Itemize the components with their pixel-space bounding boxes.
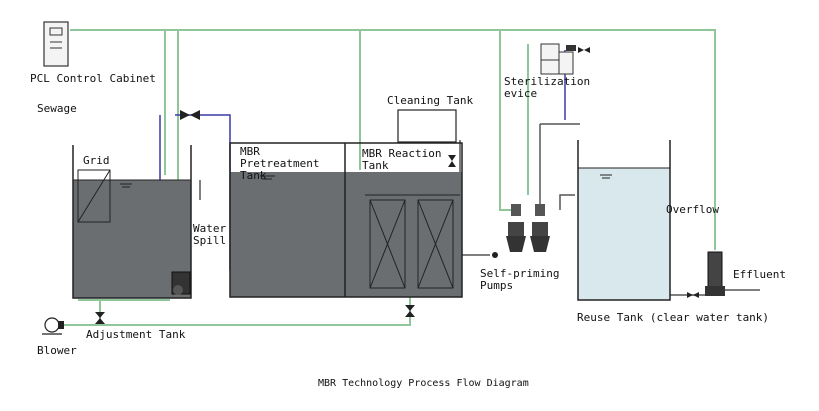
mbr-tank-block xyxy=(229,142,463,298)
blower-label: Blower xyxy=(37,344,77,357)
pretreatment-label: MBR Pretreatment Tank xyxy=(240,145,320,182)
cleaning-tank-label: Cleaning Tank xyxy=(387,94,474,107)
sewage-label: Sewage xyxy=(37,102,77,115)
blower-unit xyxy=(42,317,64,335)
submersible-pump xyxy=(171,271,191,295)
reuse-tank xyxy=(577,140,671,301)
reuse-tank-label: Reuse Tank (clear water tank) xyxy=(577,311,770,324)
membrane-modules xyxy=(365,194,460,289)
diagram-caption: MBR Technology Process Flow Diagram xyxy=(318,378,529,389)
sterilization-label: Sterilization evice xyxy=(504,75,591,100)
sterilization-device xyxy=(540,43,576,75)
effluent-label: Effluent xyxy=(733,268,786,281)
water-spill-label: Water Spill xyxy=(193,222,227,247)
valves xyxy=(95,47,699,324)
plc-label: PCL Control Cabinet xyxy=(30,72,156,85)
adjustment-tank-label: Adjustment Tank xyxy=(86,328,186,341)
adjustment-tank xyxy=(72,145,192,299)
reaction-label: MBR Reaction Tank xyxy=(362,147,442,172)
plc-control-cabinet xyxy=(43,21,69,67)
grid-label: Grid xyxy=(83,154,110,167)
cleaning-tank xyxy=(397,109,457,143)
green-pipe-network xyxy=(60,29,716,326)
overflow-label: Overflow xyxy=(666,203,719,216)
effluent-pump xyxy=(705,251,725,296)
self-priming-label: Self-priming Pumps xyxy=(480,267,560,292)
self-priming-pumps xyxy=(506,204,550,252)
